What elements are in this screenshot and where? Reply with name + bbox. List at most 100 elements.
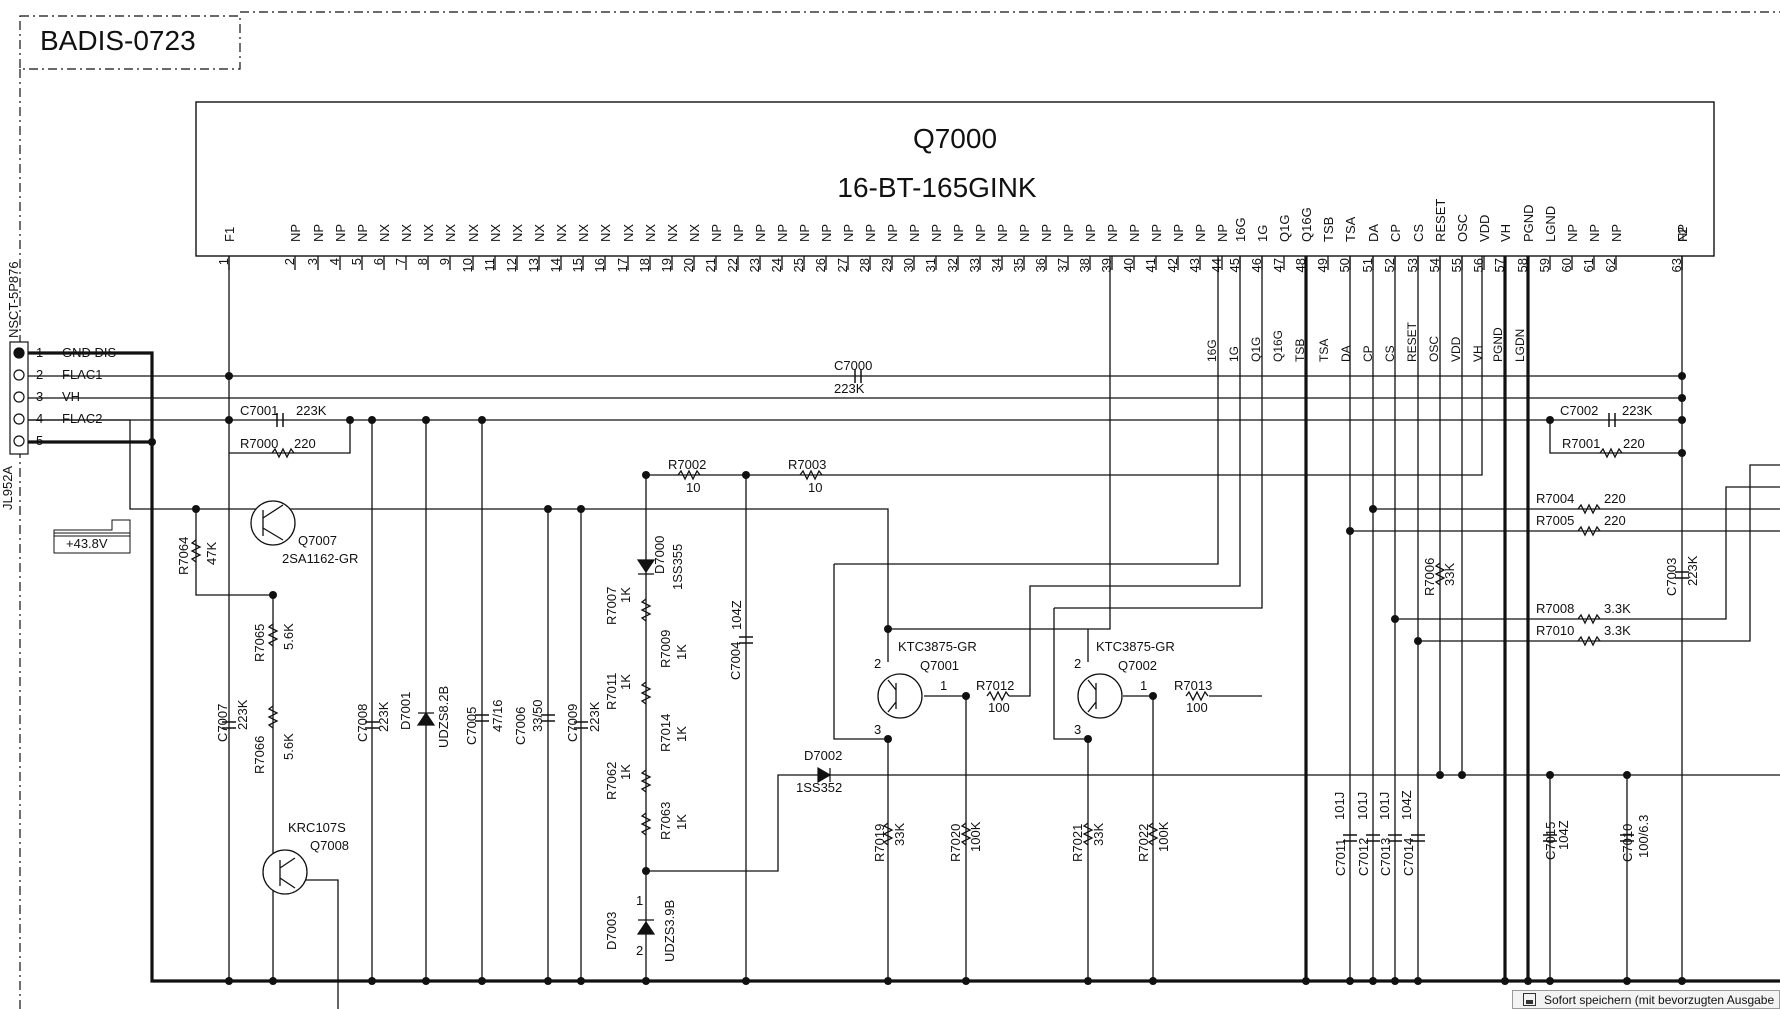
r7005-val: 220 [1604,513,1626,528]
bus-label-lgdn: LGDN [1513,329,1527,362]
r7021-ref: R7021 [1070,824,1085,862]
ic-pin-number: 40 [1121,258,1136,272]
r7003-symbol [799,469,823,481]
r7019-ref: R7019 [872,824,887,862]
c7013-ref: C7013 [1378,838,1393,876]
r7020-ref: R7020 [948,824,963,862]
junction-dot [1369,977,1377,985]
r7063-ref: R7063 [658,802,673,840]
ic-pin-number: 43 [1187,258,1202,272]
ic-pin-number: 19 [659,258,674,272]
bus-label-1g: 1G [1227,346,1241,362]
r7019-val: 33K [892,823,907,846]
ic-pin-name: NP [885,224,900,242]
r7012-ref: R7012 [976,678,1014,693]
r7020-val: 100K [968,821,983,852]
ic-pin-number: 11 [482,258,497,272]
q7001-symbol [877,673,923,719]
r7002-symbol [677,469,701,481]
ic-pin-number: 35 [1011,258,1026,272]
ic-pin-name: F1 [222,227,237,242]
ic-pin-name: NP [1039,224,1054,242]
c7009-val: 223K [587,701,602,732]
r7066-ref: R7066 [252,736,267,774]
r7011-symbol [640,681,652,705]
d7001-symbol [416,711,436,726]
ic-pin-name: NP [797,224,812,242]
d7000-ref: D7000 [652,536,667,574]
bus-label-tsb: TSB [1293,339,1307,362]
ic-pin-9: NX9 [437,224,458,270]
ic-pin-name: CP [1388,224,1403,242]
junction-dot [1546,416,1554,424]
ic-pin-name: NP [1215,224,1230,242]
ic-pin-number: 30 [901,258,916,272]
r7004-ref: R7004 [1536,491,1574,506]
ic-pin-number: 36 [1033,258,1048,272]
ic-pin-name: DA [1366,224,1381,242]
save-notification-bar[interactable]: Sofort speichern (mit bevorzugten Ausgab… [1512,990,1780,1009]
c7003-val: 223K [1685,555,1700,586]
q7008-val: KRC107S [288,820,346,835]
junction-dot [1678,394,1686,402]
r7007-val: 1K [618,587,633,603]
d7003-pin1: 1 [636,893,643,908]
junction-dot [1414,977,1422,985]
c7010-ref: C7010 [1620,824,1635,862]
junction-dot [962,977,970,985]
save-icon [1523,993,1536,1006]
junction-dot [269,977,277,985]
d7000-val: 1SS355 [670,544,685,590]
c7001-val: 223K [296,403,327,418]
q16g-net [888,256,1111,630]
ic-pin-number: 18 [637,258,652,272]
r7013-symbol [1185,690,1209,702]
r7014-ref: R7014 [658,714,673,752]
ic-pin-name: LGND [1543,206,1558,242]
r7065-ref: R7065 [252,624,267,662]
r7010-symbol [1577,635,1601,647]
ic-pin-name: 16G [1233,217,1248,242]
c7008-val: 223K [376,701,391,732]
junction-dot [884,977,892,985]
bus-label-cs: CS [1383,345,1397,362]
q7002-val: KTC3875-GR [1096,639,1175,654]
connector-pin-name: FLAC2 [62,411,102,426]
connector-pin-number: 2 [36,367,43,382]
ic-q7000-body [195,101,1715,257]
junction-dot [1678,977,1686,985]
ic-pin-number: 28 [857,258,872,272]
connector-pin-5: 5 [13,433,43,448]
r7010-net [1418,464,1780,642]
ic-pin-number: 13 [526,258,541,272]
r7003-val: 10 [808,480,822,495]
ic-pin-number: 39 [1099,258,1114,272]
ic-pin-number: 41 [1143,258,1158,272]
connector-pin-number: 1 [36,345,43,360]
r7010-ref: R7010 [1536,623,1574,638]
ic-pin-name: NP [819,224,834,242]
connector-pin-name: FLAC1 [62,367,102,382]
ic-pin-number: 27 [835,258,850,272]
ic-pin-number: 32 [945,258,960,272]
c7015-ref: C7015 [1543,822,1558,860]
c7004-symbol [739,636,753,644]
ic-pin-name: TSB [1321,217,1336,242]
ic-pin-number: 10 [460,258,475,272]
ic-pin-number: 46 [1249,258,1264,272]
d7000-symbol [636,559,656,575]
ic-pin-number: 53 [1405,258,1420,272]
ic-pin-name: NP [288,224,303,242]
